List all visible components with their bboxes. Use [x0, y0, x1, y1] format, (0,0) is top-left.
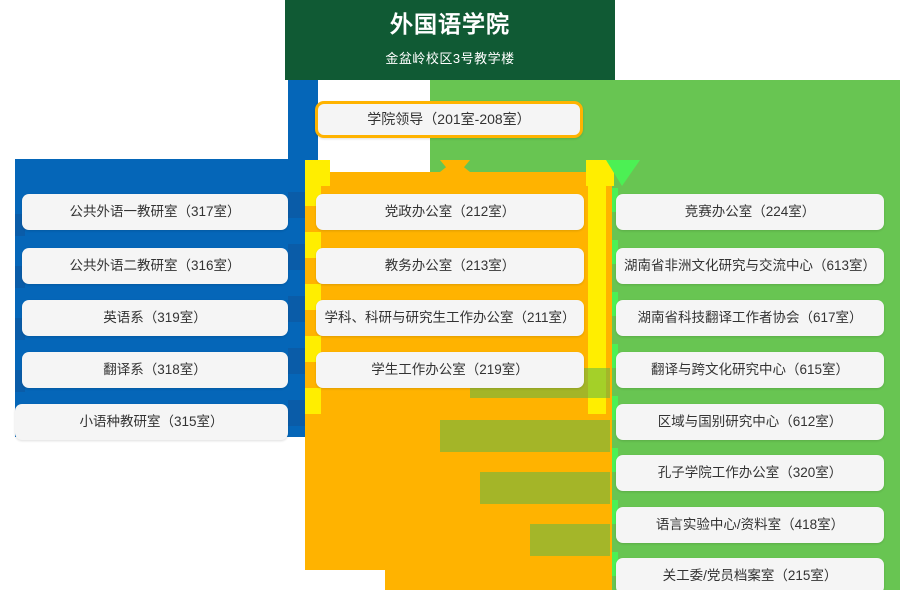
orange-top-notch [440, 160, 470, 178]
node-minor-languages[interactable]: 小语种教研室（315室） [15, 404, 288, 440]
header-band: 外国语学院 金盆岭校区3号教学楼 [285, 0, 615, 80]
node-student-affairs-office[interactable]: 学生工作办公室（219室） [316, 352, 584, 388]
header-notch [430, 80, 470, 108]
node-leadership[interactable]: 学院领导（201室-208室） [315, 101, 583, 138]
node-translation-department[interactable]: 翻译系（318室） [22, 352, 288, 388]
blue-connector [288, 80, 318, 170]
node-hunan-africa-culture-center[interactable]: 湖南省非洲文化研究与交流中心（613室） [616, 248, 884, 284]
blue-tick-marks [15, 192, 306, 426]
node-academic-affairs-office[interactable]: 教务办公室（213室） [316, 248, 584, 284]
node-english-department[interactable]: 英语系（319室） [22, 300, 288, 336]
node-translation-intercultural-center[interactable]: 翻译与跨文化研究中心（615室） [616, 352, 884, 388]
node-work-committee-party-archive[interactable]: 关工委/党员档案室（215室） [616, 558, 884, 590]
node-area-country-studies-center[interactable]: 区域与国别研究中心（612室） [616, 404, 884, 440]
node-discipline-research-office[interactable]: 学科、科研与研究生工作办公室（211室） [316, 300, 584, 336]
green-notch-right-of-orange [606, 160, 640, 186]
node-language-lab-archive[interactable]: 语言实验中心/资料室（418室） [616, 507, 884, 543]
node-public-foreign-language-2[interactable]: 公共外语二教研室（316室） [22, 248, 288, 284]
node-party-admin-office[interactable]: 党政办公室（212室） [316, 194, 584, 230]
page-subtitle: 金盆岭校区3号教学楼 [385, 50, 515, 66]
node-public-foreign-language-1[interactable]: 公共外语一教研室（317室） [22, 194, 288, 230]
node-confucius-institute-office[interactable]: 孔子学院工作办公室（320室） [616, 455, 884, 491]
page-title: 外国语学院 [390, 11, 510, 37]
node-competition-office[interactable]: 竞赛办公室（224室） [616, 194, 884, 230]
node-hunan-sci-tech-translators-assoc[interactable]: 湖南省科技翻译工作者协会（617室） [616, 300, 884, 336]
